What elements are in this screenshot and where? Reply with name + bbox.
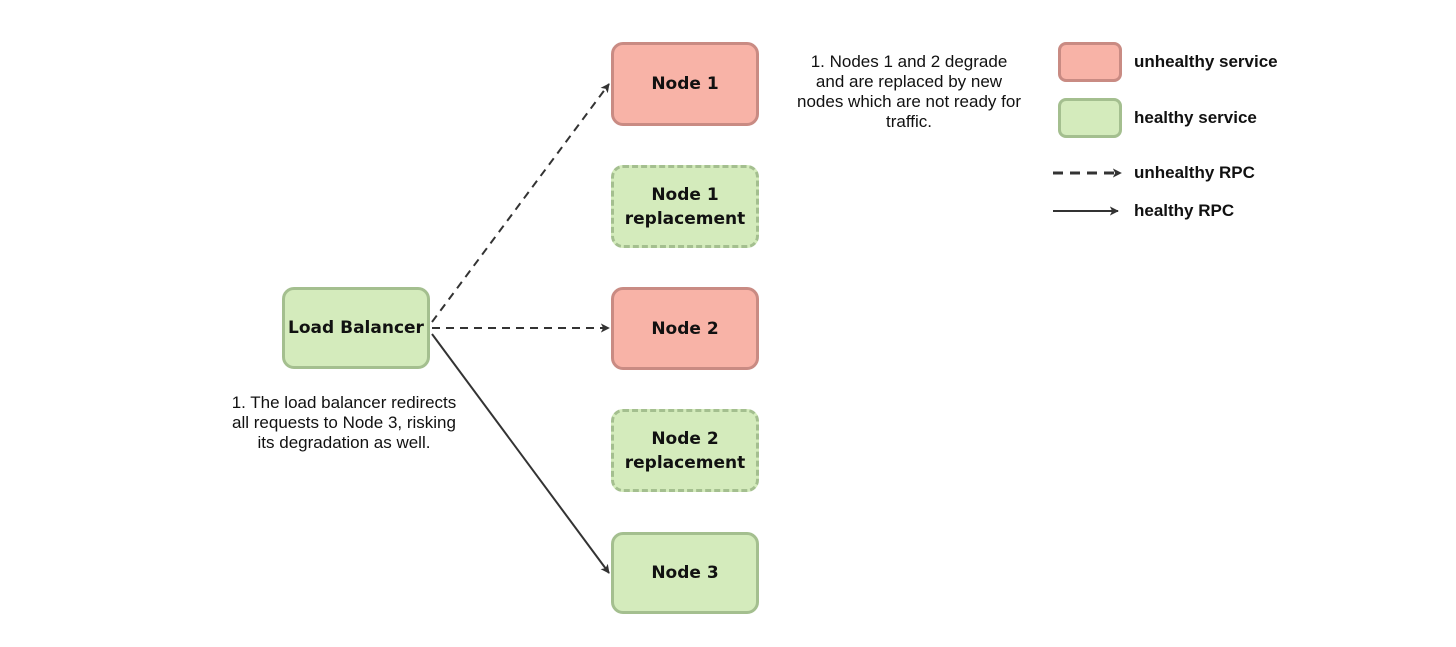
legend-unhealthy-rpc-label: unhealthy RPC [1134,163,1255,182]
node-1-replacement: Node 1 replacement [611,165,759,248]
note-nodes-degrade: 1. Nodes 1 and 2 degrade and are replace… [797,52,1021,131]
note-load-balancer-redirect: 1. The load balancer redirects all reque… [231,393,457,452]
node-1-label: Node 1 [651,74,719,94]
legend-healthy-service-swatch [1058,98,1122,138]
node-1-replacement-label: Node 1 replacement [624,184,746,229]
node-load-balancer: Load Balancer [282,287,430,369]
node-2-label: Node 2 [651,318,719,339]
node-load-balancer-label: Load Balancer [288,318,424,338]
legend-healthy-rpc-label: healthy RPC [1134,201,1235,220]
node-1: Node 1 [611,42,759,126]
legend-healthy-service-label: healthy service [1134,108,1257,127]
edge-lb-to-node3 [431,333,610,574]
node-3-label: Node 3 [651,563,719,583]
node-3: Node 3 [611,532,759,614]
node-2: Node 2 [611,287,759,370]
edge-lb-to-node1 [431,83,610,323]
legend-unhealthy-service-swatch [1058,42,1122,82]
node-2-replacement: Node 2 replacement [611,409,759,492]
legend-unhealthy-service-label: unhealthy service [1134,52,1278,71]
node-2-replacement-label: Node 2 replacement [624,428,746,473]
